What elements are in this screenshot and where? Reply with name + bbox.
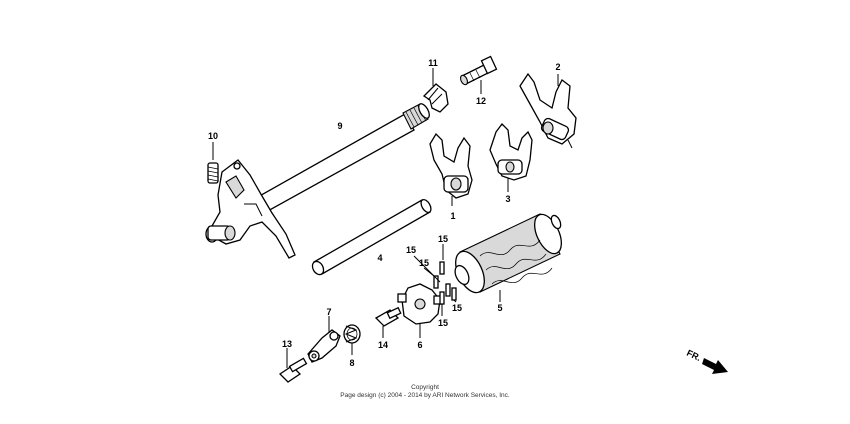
fork-shaft-part-4[interactable] [310,198,433,277]
clip-part-11[interactable] [422,68,449,113]
dowel-pin-part-15e[interactable] [439,291,445,316]
shift-fork-part-1[interactable] [429,132,473,206]
callout-11: 11 [428,58,438,68]
callout-15d: 15 [452,303,462,313]
direction-label: FR. [685,348,702,363]
copyright-line-1: Copyright [411,384,439,391]
bolt-part-12[interactable] [459,55,498,94]
callout-2: 2 [555,62,560,72]
direction-arrow-icon [702,358,728,374]
callout-15c: 15 [419,258,429,268]
drum-center-part-6[interactable] [397,283,443,338]
dowel-pin-part-15a[interactable] [439,244,445,275]
callout-14: 14 [378,340,388,350]
shift-shaft-part-9[interactable] [239,102,431,223]
callout-9: 9 [337,121,342,131]
callout-4: 4 [377,253,382,263]
shift-fork-part-3[interactable] [489,123,533,192]
shift-fork-part-2[interactable] [519,72,577,149]
copyright-notice: Copyright Page design (c) 2004 - 2014 by… [0,384,850,400]
bolt-part-13[interactable] [278,348,308,383]
copyright-line-2: Page design (c) 2004 - 2014 by ARI Netwo… [340,392,510,399]
callout-7: 7 [326,307,331,317]
callout-8: 8 [349,358,354,368]
callout-15e: 15 [438,318,448,328]
callout-13: 13 [282,339,292,349]
callout-6: 6 [417,340,422,350]
shift-drum-part-5[interactable] [450,210,567,302]
stopper-arm-part-7[interactable] [307,316,341,363]
front-direction-indicator: FR. [685,348,728,374]
callout-15b: 15 [406,245,416,255]
callout-1: 1 [450,211,455,221]
shift-arm-plate[interactable] [205,159,296,259]
callout-5: 5 [497,303,502,313]
dowel-pin-part-15d[interactable] [451,287,457,303]
callout-10: 10 [208,131,218,141]
callout-3: 3 [505,194,510,204]
spring-pin-part-10[interactable] [207,142,219,184]
callout-15a: 15 [438,234,448,244]
spring-part-8[interactable] [343,324,361,355]
callout-12: 12 [476,96,486,106]
dowel-pin-part-15c[interactable] [413,255,451,297]
bolt-part-14[interactable] [374,306,402,338]
